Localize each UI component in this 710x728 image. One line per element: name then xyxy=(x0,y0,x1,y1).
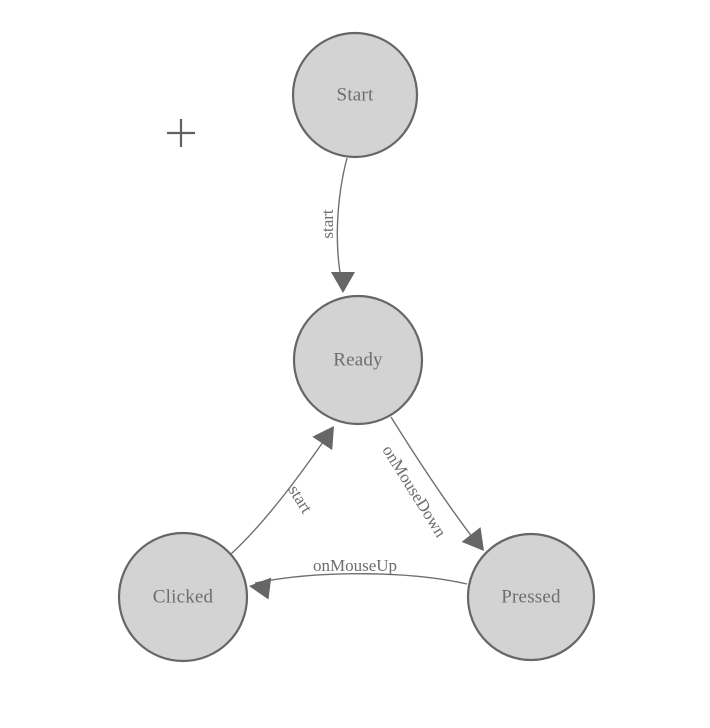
edge-label-pressed-to-clicked: onMouseUp xyxy=(313,556,397,575)
edge-label-clicked-to-ready: start xyxy=(285,482,317,517)
arrowhead-into-pressed xyxy=(461,527,484,551)
edge-pressed-to-clicked[interactable]: onMouseUp xyxy=(248,556,468,600)
node-label-start: Start xyxy=(337,84,374,105)
edge-clicked-to-ready[interactable]: start xyxy=(230,419,344,555)
edge-path-start-to-ready[interactable] xyxy=(336,157,348,289)
crosshair-icon xyxy=(167,119,195,147)
node-label-pressed: Pressed xyxy=(501,586,561,607)
arrowhead-into-ready-from-clicked xyxy=(312,426,334,451)
node-label-ready: Ready xyxy=(333,349,383,370)
node-circle-clicked[interactable] xyxy=(117,531,249,663)
edge-ready-to-pressed[interactable]: onMouseDown xyxy=(379,416,494,558)
arrowhead-into-clicked xyxy=(249,577,272,600)
node-clicked[interactable]: Clicked xyxy=(117,531,249,663)
edge-path-clicked-to-ready[interactable] xyxy=(230,431,331,555)
edge-path-pressed-to-clicked[interactable] xyxy=(254,573,468,585)
node-label-clicked: Clicked xyxy=(153,586,214,607)
edge-path-ready-to-pressed[interactable] xyxy=(390,416,480,547)
node-circle-start[interactable] xyxy=(291,31,419,159)
node-start[interactable]: Start xyxy=(291,31,419,159)
node-circle-ready[interactable] xyxy=(292,294,424,426)
edge-start-to-ready[interactable]: start xyxy=(318,157,355,293)
node-pressed[interactable]: Pressed xyxy=(466,532,596,662)
nodes-layer: Start Ready Clicked Pressed xyxy=(117,31,596,663)
node-circle-pressed[interactable] xyxy=(466,532,596,662)
arrowhead-into-ready xyxy=(331,272,355,293)
node-ready[interactable]: Ready xyxy=(292,294,424,426)
edge-label-start-to-ready: start xyxy=(318,209,337,239)
